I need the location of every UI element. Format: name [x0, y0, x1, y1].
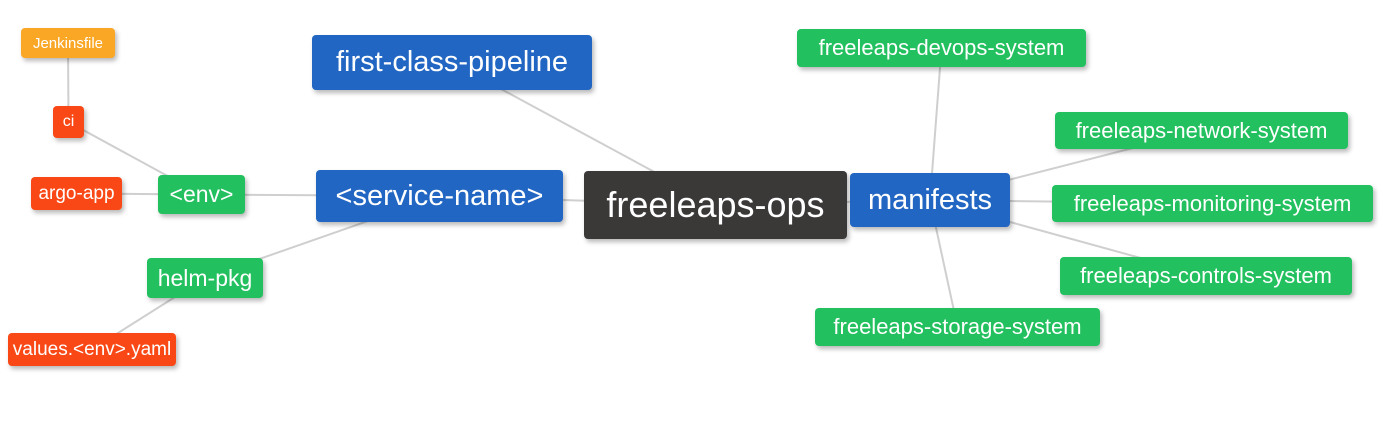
node-freeleaps-controls-system[interactable]: freeleaps-controls-system — [1060, 257, 1352, 295]
node-first-class-pipeline[interactable]: first-class-pipeline — [312, 35, 592, 90]
node-freeleaps-devops-system[interactable]: freeleaps-devops-system — [797, 29, 1086, 67]
node-freeleaps-ops[interactable]: freeleaps-ops — [584, 171, 847, 239]
node-freeleaps-monitoring-system[interactable]: freeleaps-monitoring-system — [1052, 185, 1373, 222]
node-env[interactable]: <env> — [158, 175, 245, 214]
node-freeleaps-storage-system[interactable]: freeleaps-storage-system — [815, 308, 1100, 346]
node-ci[interactable]: ci — [53, 106, 84, 138]
node-argo-app[interactable]: argo-app — [31, 177, 122, 210]
node-jenkinsfile[interactable]: Jenkinsfile — [21, 28, 115, 58]
node-service-name[interactable]: <service-name> — [316, 170, 563, 222]
node-helm-pkg[interactable]: helm-pkg — [147, 258, 263, 298]
node-manifests[interactable]: manifests — [850, 173, 1010, 227]
node-values-env-yaml[interactable]: values.<env>.yaml — [8, 333, 176, 366]
node-freeleaps-network-system[interactable]: freeleaps-network-system — [1055, 112, 1348, 149]
